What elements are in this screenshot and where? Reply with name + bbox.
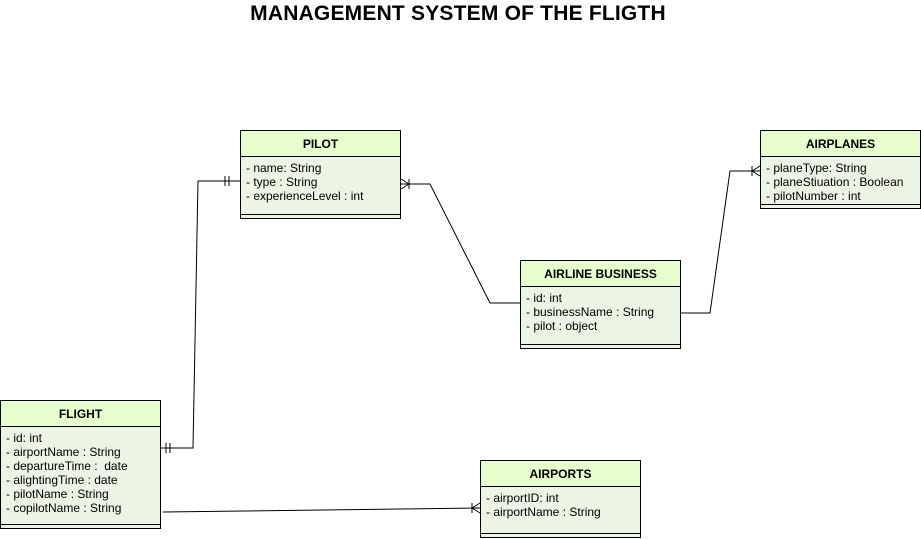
entity-pilot[interactable]: PILOT - name: String - type : String - e… bbox=[240, 130, 401, 219]
attribute: - pilot : object bbox=[526, 319, 598, 333]
entity-airplanes[interactable]: AIRPLANES - planeType: String - planeSti… bbox=[760, 130, 921, 209]
attribute: - copilotName : String bbox=[6, 501, 122, 515]
attribute-list: - id: int - businessName : String - pilo… bbox=[521, 287, 680, 333]
attribute-list: - id: int - airportName : String - depar… bbox=[1, 427, 160, 515]
relationship-flight-airports bbox=[162, 507, 481, 513]
attribute: - planeType: String bbox=[766, 161, 867, 175]
attribute: - pilotName : String bbox=[6, 487, 109, 501]
entity-airports[interactable]: AIRPORTS - airportID: int - airportName … bbox=[480, 460, 641, 538]
attribute: - departureTime : date bbox=[6, 459, 128, 473]
entity-airline-business[interactable]: AIRLINE BUSINESS - id: int - businessNam… bbox=[520, 260, 681, 349]
attribute: - businessName : String bbox=[526, 305, 655, 319]
relationship-flight-pilot bbox=[160, 180, 240, 449]
attribute: - type : String bbox=[246, 175, 318, 189]
crow-foot bbox=[400, 178, 410, 185]
attribute: - pilotNumber : int bbox=[766, 189, 861, 203]
attribute: - airportID: int bbox=[486, 491, 559, 505]
divider bbox=[1, 524, 160, 525]
divider bbox=[241, 214, 400, 215]
attribute: - name: String bbox=[246, 161, 322, 175]
attribute-list: - name: String - type : String - experie… bbox=[241, 157, 400, 203]
entity-title: AIRLINE BUSINESS bbox=[521, 261, 680, 287]
crow-foot bbox=[751, 165, 761, 172]
entity-title: AIRPORTS bbox=[481, 461, 640, 487]
attribute: - airportName : String bbox=[486, 505, 601, 519]
entity-flight[interactable]: FLIGHT - id: int - airportName : String … bbox=[0, 400, 161, 529]
divider bbox=[521, 344, 680, 345]
entity-title: AIRPLANES bbox=[761, 131, 920, 157]
attribute: - id: int bbox=[6, 431, 43, 445]
relationship-airline-pilot bbox=[400, 183, 520, 304]
attribute-list: - planeType: String - planeStiuation : B… bbox=[761, 157, 920, 203]
crow-foot bbox=[751, 170, 761, 177]
attribute-list: - airportID: int - airportName : String bbox=[481, 487, 640, 519]
crow-foot bbox=[471, 507, 481, 514]
diagram-title: MANAGEMENT SYSTEM OF THE FLIGTH bbox=[250, 2, 666, 25]
entity-title: FLIGHT bbox=[1, 401, 160, 427]
attribute: - experienceLevel : int bbox=[246, 189, 364, 203]
entity-title: PILOT bbox=[241, 131, 400, 157]
crow-foot bbox=[400, 183, 410, 190]
divider bbox=[761, 204, 920, 205]
attribute: - airportName : String bbox=[6, 445, 121, 459]
divider bbox=[481, 533, 640, 534]
attribute: - id: int bbox=[526, 291, 563, 305]
attribute: - alightingTime : date bbox=[6, 473, 118, 487]
relationship-airline-airplanes bbox=[680, 170, 760, 314]
crow-foot bbox=[471, 502, 481, 509]
attribute: - planeStiuation : Boolean bbox=[766, 175, 904, 189]
